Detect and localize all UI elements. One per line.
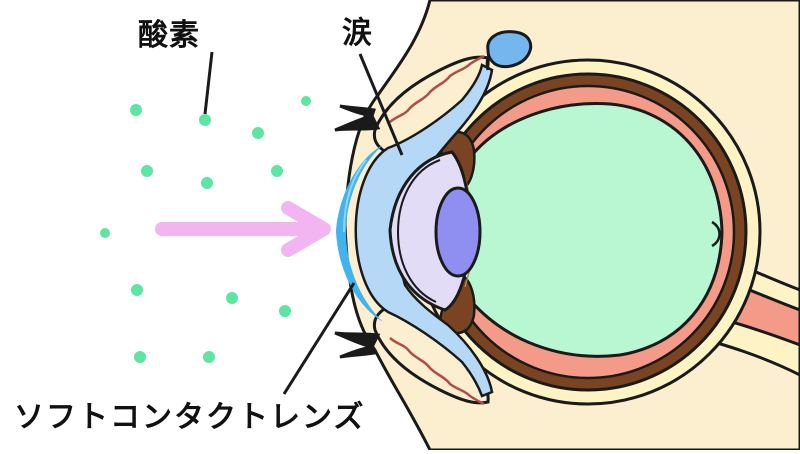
cornea-inner-boundary bbox=[396, 159, 441, 303]
oxygen-label: 酸素 bbox=[138, 18, 200, 53]
oxygen-flow-arrow-icon bbox=[155, 201, 331, 257]
oxygen-molecule-icon bbox=[131, 284, 143, 296]
oxygen-molecule-icon bbox=[201, 177, 213, 189]
oxygen-molecule-icon bbox=[279, 305, 291, 317]
optic-disc bbox=[711, 220, 721, 248]
upper-eyelashes bbox=[334, 104, 381, 132]
oxygen-molecules bbox=[100, 96, 311, 363]
soft-contact-lens bbox=[336, 145, 383, 322]
oxygen-molecule-icon bbox=[130, 104, 142, 116]
eyelid-vessel-lower bbox=[389, 337, 485, 406]
oxygen-molecule-icon bbox=[252, 127, 264, 139]
oxygen-molecule-icon bbox=[301, 96, 311, 106]
eyelid-vessel-upper bbox=[389, 54, 485, 123]
oxygen-leader-line bbox=[203, 51, 214, 115]
soft-contact-lens-label: ソフトコンタクトレンズ bbox=[14, 400, 366, 435]
tears-label: 涙 bbox=[342, 16, 373, 51]
lens-leader-line bbox=[282, 282, 356, 395]
crystalline-lens bbox=[434, 186, 482, 278]
oxygen-molecule-icon bbox=[199, 114, 211, 126]
contact-lens-highlight bbox=[343, 159, 367, 233]
oxygen-molecule-icon bbox=[134, 351, 146, 363]
vitreous-body bbox=[451, 101, 724, 358]
oxygen-molecule-icon bbox=[271, 165, 283, 177]
lower-eyelashes bbox=[334, 331, 381, 359]
lacrimal-gland bbox=[486, 30, 533, 69]
oxygen-molecule-icon bbox=[226, 292, 238, 304]
oxygen-molecule-icon bbox=[100, 228, 110, 238]
tears-leader-line bbox=[358, 53, 404, 156]
tear-film bbox=[354, 63, 494, 398]
oxygen-molecule-icon bbox=[203, 351, 215, 363]
oxygen-molecule-icon bbox=[141, 165, 153, 177]
